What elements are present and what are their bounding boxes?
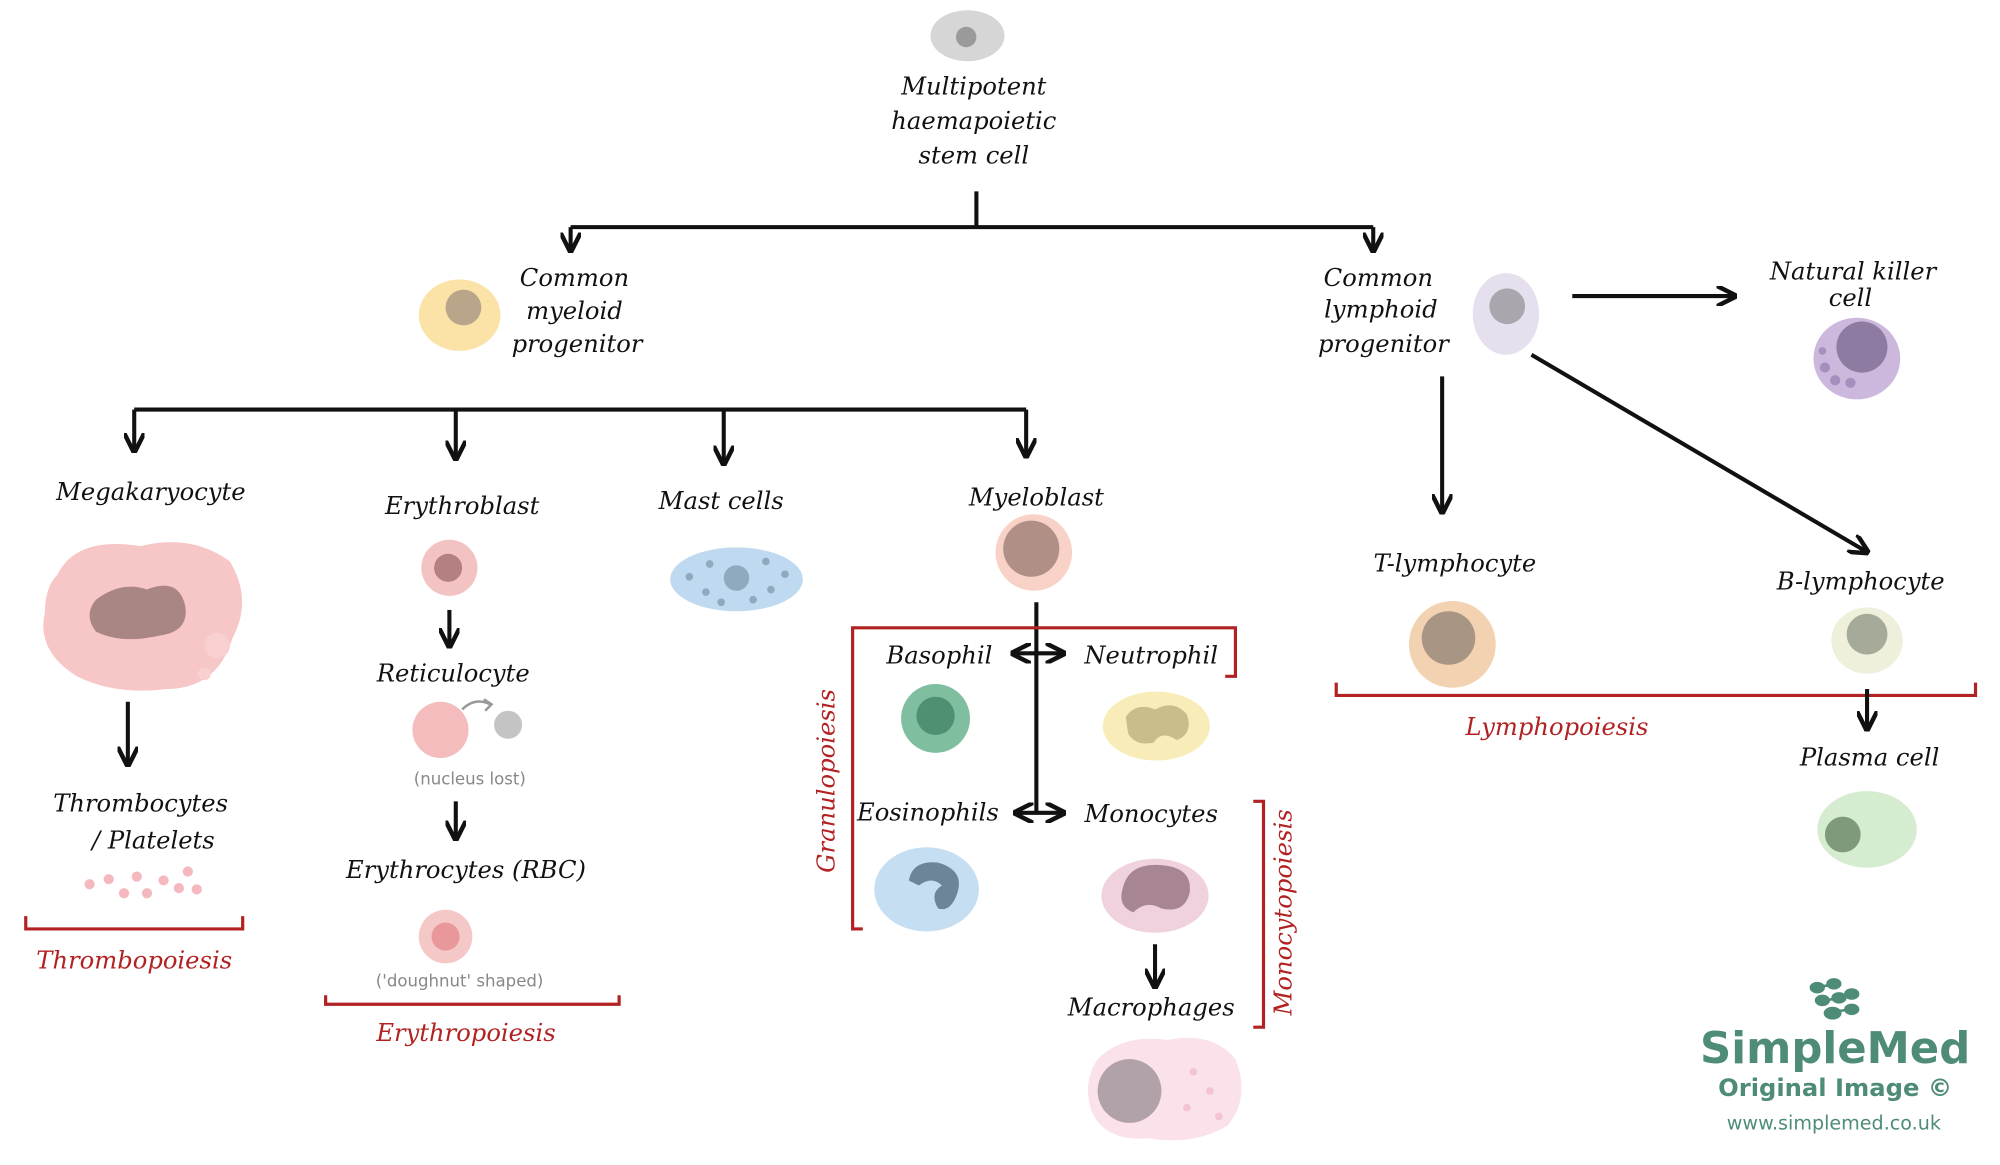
granulopoiesis-bracket: [851, 626, 1238, 931]
monocyte-cell: [1101, 858, 1209, 933]
myeloid-label-1: Common: [520, 263, 629, 292]
monocytopoiesis-bracket: [1253, 799, 1266, 1029]
platelets-dots: [84, 866, 202, 899]
b-lymphocyte-cell: [1831, 607, 1903, 674]
neutrophil-label: Neutrophil: [1083, 641, 1218, 670]
myeloid-progenitor-cell: [418, 279, 501, 351]
myeloblast-cell: [995, 514, 1073, 591]
eosinophil-cell: [874, 847, 979, 932]
monocytes-label: Monocytes: [1084, 799, 1218, 828]
megakaryocyte-cell: [43, 542, 243, 691]
plasma-cell: [1817, 791, 1917, 868]
myeloblast-arrows: [1015, 602, 1062, 814]
logo-subtitle: Original Image ©: [1718, 1073, 1952, 1102]
thrombocytes-label-2: / Platelets: [90, 826, 215, 855]
natural-killer-cell: [1813, 317, 1901, 400]
doughnut-note: ('doughnut' shaped): [376, 971, 544, 990]
lymphoid-arrows: [1442, 296, 1866, 551]
reticulocyte-label: Reticulocyte: [376, 658, 530, 687]
reticulocyte-cell: [412, 698, 523, 758]
erythroblast-cell: [421, 539, 478, 596]
nk-label-2: cell: [1829, 283, 1872, 312]
stem-cell-label-1: Multipotent: [900, 71, 1046, 100]
myeloid-branch-arrows: [134, 407, 1026, 462]
plasma-cell-label: Plasma cell: [1799, 743, 1939, 772]
thrombopoiesis-bracket: [24, 916, 245, 931]
lymphopoiesis-label: Lymphopoiesis: [1465, 712, 1649, 741]
stem-cell-label-2: haemapoietic: [891, 106, 1057, 135]
erythropoiesis-bracket: [324, 995, 621, 1006]
mast-cells-label: Mast cells: [658, 486, 784, 515]
basophil-label: Basophil: [885, 641, 992, 670]
nucleus-lost-note: (nucleus lost): [414, 770, 526, 789]
stem-cell: [930, 10, 1005, 62]
stem-branch-arrows: [571, 191, 1374, 248]
t-lymphocyte-cell: [1408, 601, 1496, 688]
granulopoiesis-label: Granulopoiesis: [812, 689, 841, 873]
erythropoiesis-label: Erythropoiesis: [375, 1018, 555, 1047]
erythroblast-label: Erythroblast: [384, 491, 540, 520]
macrophage-cell: [1087, 1037, 1242, 1141]
simplemed-logo: SimpleMed Original Image © www.simplemed…: [1700, 978, 1970, 1134]
molecule-icon: [1809, 978, 1860, 1020]
monocytopoiesis-label: Monocytopoiesis: [1269, 809, 1298, 1016]
eosinophils-label: Eosinophils: [856, 797, 999, 826]
basophil-cell: [901, 683, 971, 753]
logo-url: www.simplemed.co.uk: [1727, 1111, 1942, 1134]
b-lymphocyte-label: B-lymphocyte: [1776, 567, 1945, 596]
lymphopoiesis-bracket: [1334, 682, 1978, 698]
lymphoid-label-1: Common: [1324, 263, 1433, 292]
myeloblast-label: Myeloblast: [968, 482, 1104, 511]
erythrocytes-label: Erythrocytes (RBC): [345, 855, 586, 884]
logo-brand: SimpleMed: [1700, 1024, 1970, 1074]
macrophages-label: Macrophages: [1067, 993, 1235, 1022]
nk-label-1: Natural killer: [1769, 256, 1938, 285]
t-lymphocyte-label: T-lymphocyte: [1374, 549, 1537, 578]
neutrophil-cell: [1102, 691, 1210, 761]
lymphoid-label-3: progenitor: [1318, 329, 1450, 358]
stem-cell-label-3: stem cell: [919, 140, 1030, 169]
myeloid-label-3: progenitor: [512, 329, 644, 358]
erythrocyte-cell: [418, 909, 473, 964]
lymphoid-progenitor-cell: [1472, 273, 1540, 355]
thrombocytes-label-1: Thrombocytes: [53, 789, 228, 818]
thrombopoiesis-label: Thrombopoiesis: [36, 945, 232, 974]
mast-cell: [670, 547, 803, 612]
megakaryocyte-label: Megakaryocyte: [55, 477, 245, 506]
myeloid-label-2: myeloid: [526, 296, 623, 325]
lymphoid-label-2: lymphoid: [1324, 295, 1437, 324]
